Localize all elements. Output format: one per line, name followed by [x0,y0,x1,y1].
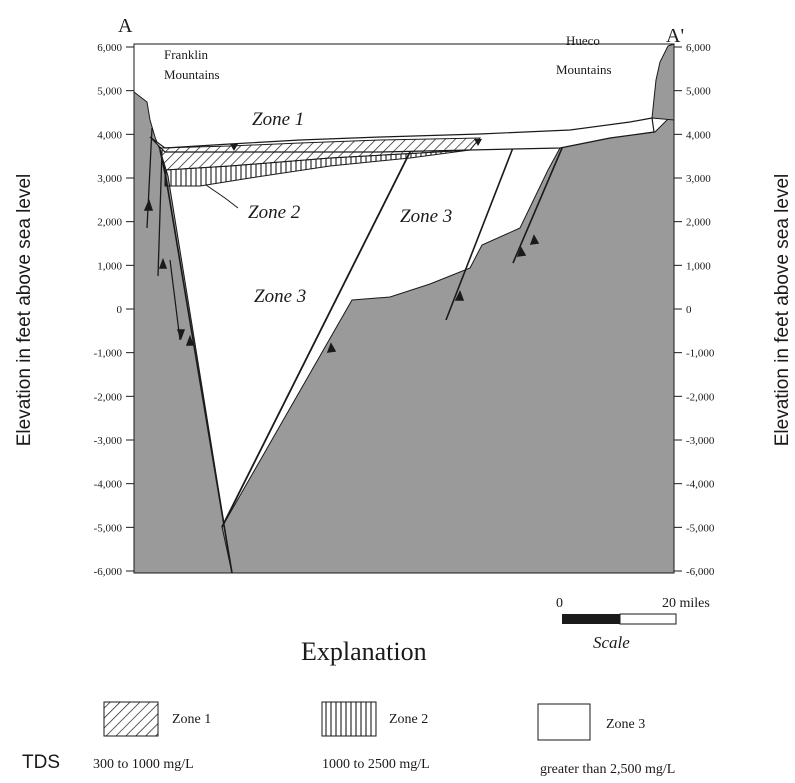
left-tick-label: 2,000 [97,217,122,229]
right-tick-label: -3,000 [686,435,715,447]
left-tick-label: -5,000 [94,522,123,534]
left-tick-label: 1,000 [97,260,122,272]
water-table-marker-1 [230,144,238,151]
fault-line-1 [445,139,517,321]
right-tick-label: 3,000 [686,173,711,185]
hueco-label-line1: Hueco [566,33,600,48]
franklin-label-line1: Franklin [164,47,209,62]
section-end-right: A' [666,25,684,47]
right-axis-title: Elevation in feet above sea level [772,174,793,447]
legend-zone3-range: greater than 2,500 mg/L [540,762,675,777]
scale-start: 0 [556,596,563,611]
water-table-marker-2 [474,139,482,146]
legend-title: Explanation [301,637,427,666]
fault-arrows [143,198,540,353]
right-tick-label: 0 [686,304,692,316]
right-tick-label: -4,000 [686,479,715,491]
right-tick-label: 6,000 [686,42,711,54]
left-tick-label: 3,000 [97,173,122,185]
legend-zone1-name: Zone 1 [172,712,211,727]
fault-line-2 [512,133,569,264]
zone2-vertical [164,149,471,187]
scale-bar: 0 20 miles Scale [556,596,710,652]
legend-zone1-swatch [103,701,159,737]
tds-label: TDS [22,752,60,773]
right-tick-label: -2,000 [686,391,715,403]
scale-end: 20 miles [662,596,710,611]
zone2-label: Zone 2 [248,202,301,223]
fault-line-4 [157,149,163,277]
fault-line-5 [169,259,181,341]
left-tick-label: -1,000 [94,348,123,360]
section-end-left: A [118,15,133,37]
left-tick-label: -2,000 [94,391,123,403]
zone1-label: Zone 1 [252,109,304,130]
left-axis-title: Elevation in feet above sea level [14,174,35,447]
zone3-label-center: Zone 3 [254,286,306,307]
scale-word: Scale [593,633,630,652]
left-tick-label: -3,000 [94,435,123,447]
basin-fault-right [221,147,413,528]
right-axis-ticks: 6,000 5,000 4,000 3,000 2,000 1,000 0 -1,000 -2,… [674,42,715,578]
fault-line-3 [146,127,153,229]
right-tick-label: 2,000 [686,217,711,229]
right-tick-label: 1,000 [686,260,711,272]
right-tick-label: -5,000 [686,522,715,534]
left-tick-label: -4,000 [94,479,123,491]
left-tick-label: 4,000 [97,129,122,141]
left-tick-label: 6,000 [97,42,122,54]
legend-zone3-swatch [537,703,591,741]
right-tick-label: 4,000 [686,129,711,141]
left-tick-label: -6,000 [94,566,123,578]
left-axis-ticks: 6,000 5,000 4,000 3,000 2,000 1,000 0 -1,000 -2,… [94,42,134,578]
legend-zone2-name: Zone 2 [389,712,428,727]
zone2-leader [205,184,239,209]
right-tick-label: -6,000 [686,566,715,578]
right-tick-label: 5,000 [686,86,711,98]
left-tick-label: 0 [117,304,123,316]
left-tick-label: 5,000 [97,86,122,98]
legend-zone2-range: 1000 to 2500 mg/L [322,757,430,772]
zone3-label-right: Zone 3 [400,206,452,227]
hueco-label-line2: Mountains [556,62,612,77]
legend-zone1-range: 300 to 1000 mg/L [93,757,194,772]
legend-zone3-name: Zone 3 [606,717,645,732]
hueco-mountain-peak [651,43,675,121]
legend-zone2-swatch [321,701,377,737]
franklin-label-line2: Mountains [164,67,220,82]
right-tick-label: -1,000 [686,348,715,360]
